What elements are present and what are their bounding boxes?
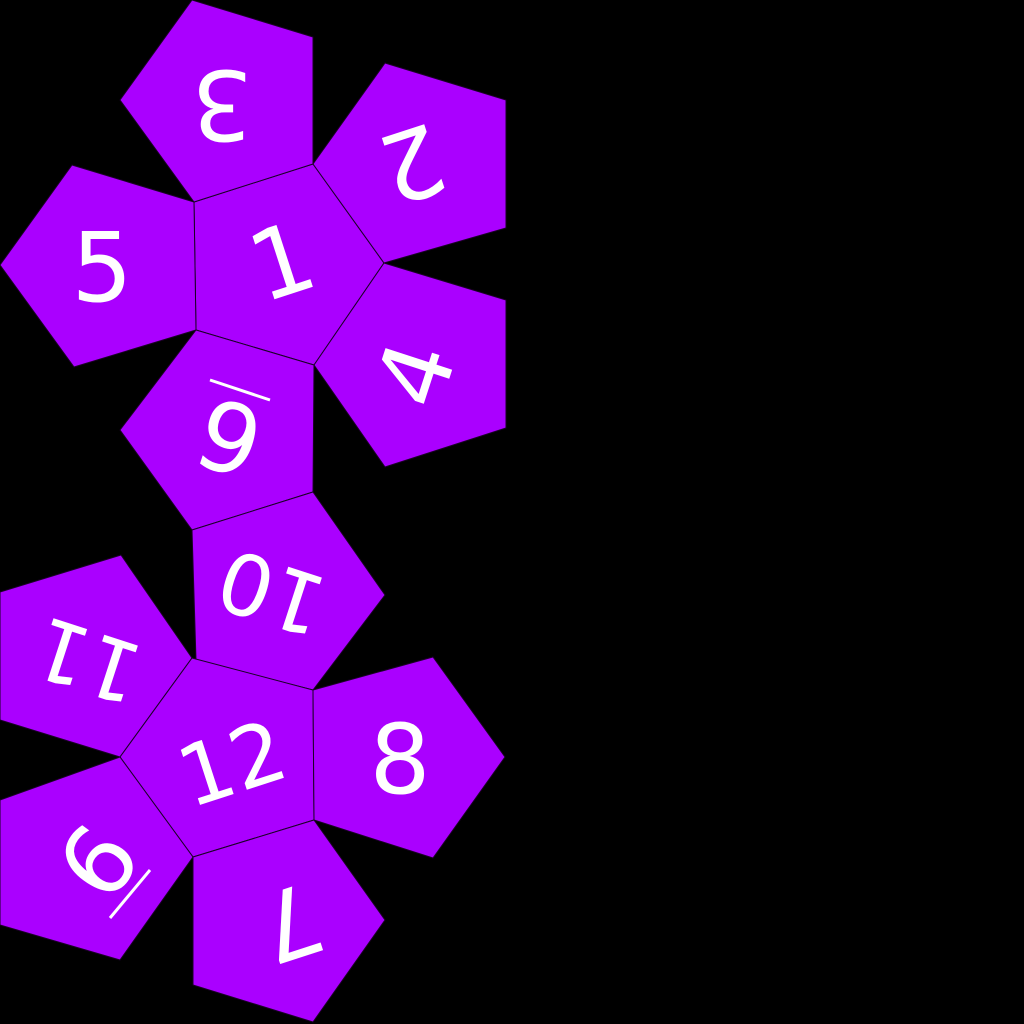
face-2: 2	[312, 62, 507, 264]
face-8-pentagon	[312, 656, 506, 859]
face-3: 3	[119, 0, 314, 203]
face-10: 10	[191, 491, 386, 691]
face-7: 7	[192, 819, 386, 1023]
face-10-pentagon	[191, 491, 386, 691]
face-4-pentagon	[313, 262, 507, 468]
face-9-orientation-mark	[108, 869, 152, 919]
face-11: 11	[0, 554, 193, 758]
face-8-label: 8	[369, 704, 430, 816]
face-4: 4	[313, 262, 507, 468]
face-12: 12	[119, 657, 315, 858]
face-8: 8	[312, 656, 506, 859]
face-9: 9	[0, 756, 194, 961]
face-3-pentagon	[119, 0, 314, 203]
face-5: 5	[0, 164, 197, 368]
face-3-label: 3	[191, 48, 252, 160]
face-5-label: 5	[71, 212, 132, 324]
face-7-pentagon	[192, 819, 386, 1023]
face-5-pentagon	[0, 164, 197, 368]
face-6-orientation-mark	[209, 378, 271, 402]
face-1: 1	[193, 163, 385, 366]
face-2-pentagon	[312, 62, 507, 264]
face-6: 6	[119, 329, 315, 531]
face-6-pentagon	[119, 329, 315, 531]
face-9-pentagon	[0, 756, 194, 961]
